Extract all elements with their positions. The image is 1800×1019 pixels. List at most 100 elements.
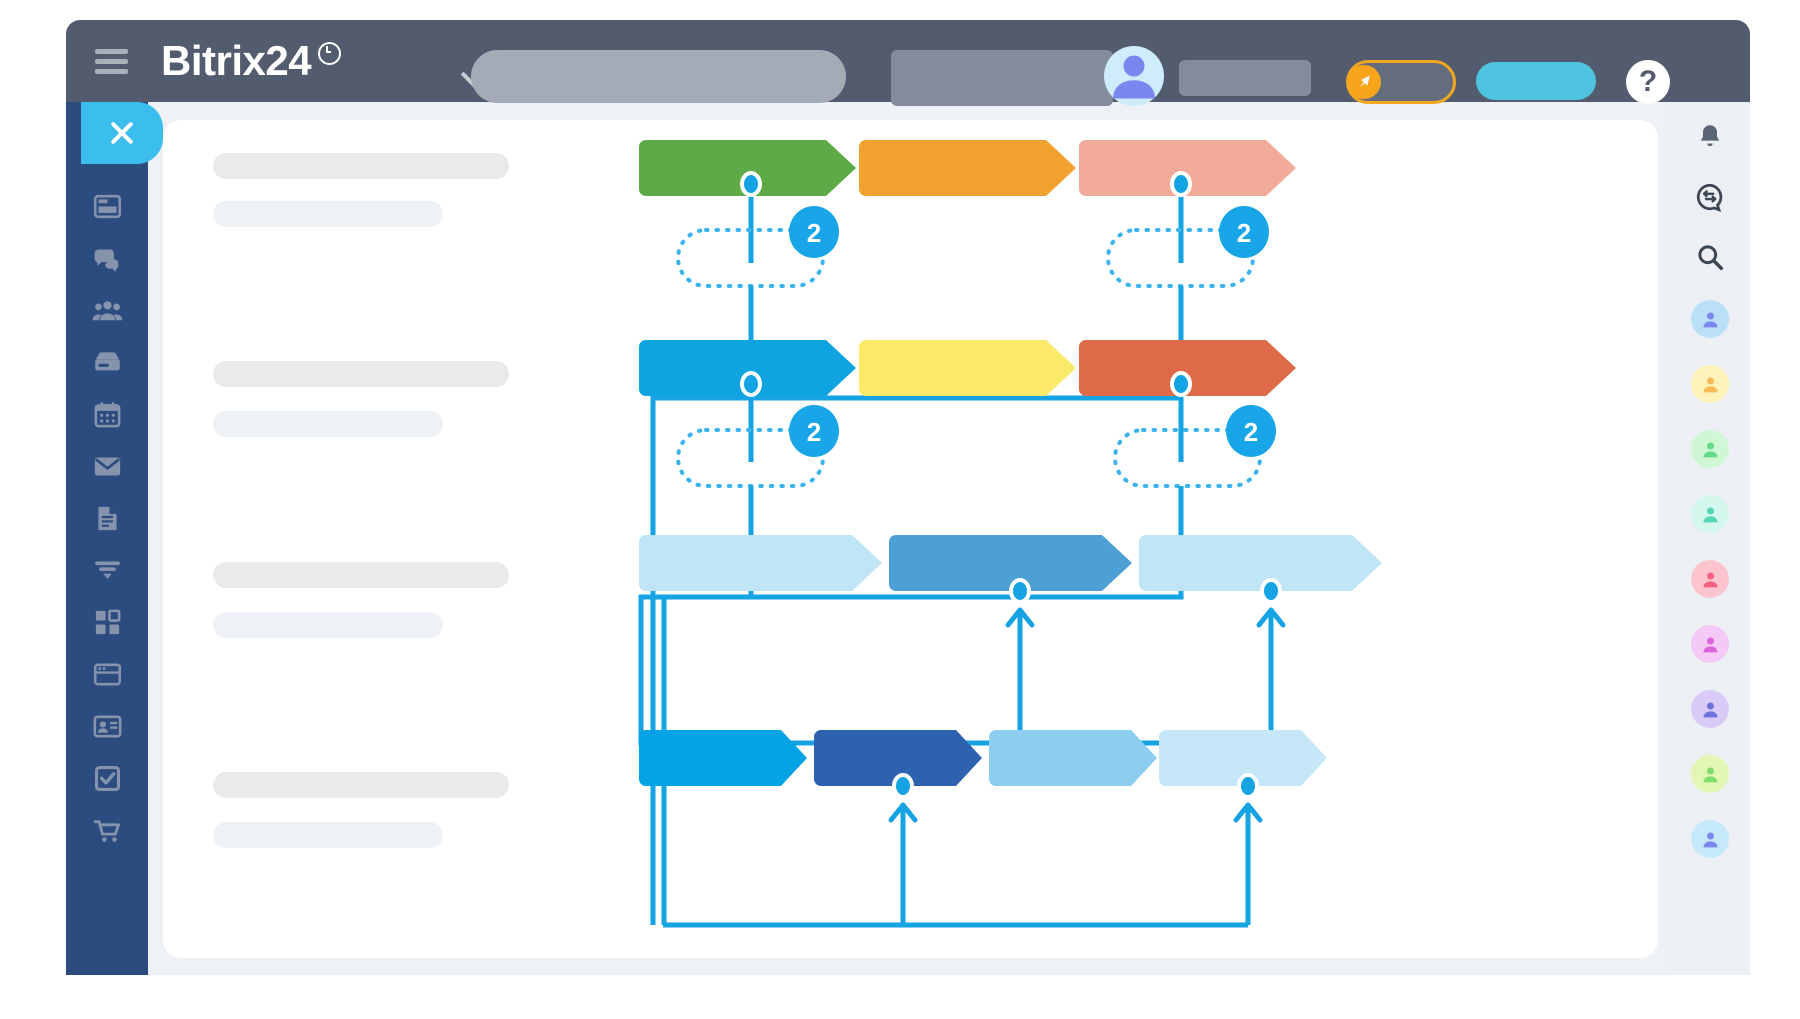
stage-midblue[interactable] xyxy=(889,535,1132,591)
sidebar-item-documents[interactable] xyxy=(66,492,148,544)
content-card: 2 2 xyxy=(163,120,1658,958)
robot-slot-4[interactable] xyxy=(1113,428,1262,488)
sidebar-item-funnel[interactable] xyxy=(66,544,148,596)
funnel-row-2: 2 2 xyxy=(639,340,1296,560)
inbound-arrow-2-head xyxy=(1256,607,1286,628)
checkbox-icon xyxy=(94,765,120,791)
robot-slot-3[interactable] xyxy=(676,428,825,488)
rail-avatar-9[interactable] xyxy=(1670,812,1750,866)
sidebar-item-tasks[interactable] xyxy=(66,752,148,804)
sidebar-item-group[interactable] xyxy=(66,284,148,336)
placeholder-bar xyxy=(213,562,509,588)
placeholder-bar xyxy=(213,411,443,437)
help-button[interactable]: ? xyxy=(1626,60,1670,104)
group-icon xyxy=(92,300,122,320)
placeholder-bar xyxy=(213,822,443,848)
inbound-arrow-1-head xyxy=(1005,607,1035,628)
user-avatar xyxy=(1691,625,1729,663)
sidebar-item-chat[interactable] xyxy=(66,232,148,284)
user-avatar xyxy=(1691,495,1729,533)
calendar-icon xyxy=(94,401,120,427)
user-avatar xyxy=(1691,300,1729,338)
contact-card-icon xyxy=(93,715,121,737)
user-avatar xyxy=(1691,365,1729,403)
messages-button[interactable] xyxy=(1670,170,1750,224)
funnel-row-3 xyxy=(639,535,1382,743)
bell-icon xyxy=(1700,125,1720,147)
sidebar-item-apps[interactable] xyxy=(66,596,148,648)
robot-slot-1[interactable] xyxy=(676,228,825,288)
top-bar: Bitrix24 xyxy=(66,20,1750,106)
routing-lines xyxy=(638,360,1271,928)
user-avatar xyxy=(1691,560,1729,598)
stage-blue[interactable] xyxy=(639,340,856,396)
sidebar-item-feed[interactable] xyxy=(66,180,148,232)
app-window: Bitrix24 xyxy=(66,20,1750,975)
rail-avatar-4[interactable] xyxy=(1670,487,1750,541)
stage-orange[interactable] xyxy=(859,140,1076,196)
grid-icon xyxy=(95,609,120,634)
app-logo[interactable]: Bitrix24 xyxy=(161,37,342,85)
feed-icon xyxy=(93,194,121,218)
placeholder-bar xyxy=(213,361,509,387)
close-icon[interactable] xyxy=(81,102,163,164)
robot-badge-1[interactable] xyxy=(789,206,839,258)
user-avatar xyxy=(1691,820,1729,858)
stage-paleblue[interactable] xyxy=(1159,730,1327,786)
user-name-field[interactable] xyxy=(1179,60,1311,96)
sidebar-item-drive[interactable] xyxy=(66,336,148,388)
inbound-arrow-3-head xyxy=(888,802,918,823)
robot-badge-3[interactable] xyxy=(789,405,839,457)
left-sidebar xyxy=(66,102,163,975)
rail-avatar-6[interactable] xyxy=(1670,617,1750,671)
help-label: ? xyxy=(1638,65,1658,98)
brand-name: Bitrix24 xyxy=(161,37,312,84)
sidebar-item-mail[interactable] xyxy=(66,440,148,492)
search-input[interactable] xyxy=(471,50,846,103)
stage-green[interactable] xyxy=(639,140,856,196)
user-avatar xyxy=(1691,690,1729,728)
search-button[interactable] xyxy=(1670,230,1750,284)
user-avatar-icon xyxy=(1113,55,1155,99)
placeholder-bar xyxy=(213,153,509,179)
notifications-button[interactable] xyxy=(1670,110,1750,164)
sidebar-item-calendar[interactable] xyxy=(66,388,148,440)
magnifier-icon xyxy=(1698,245,1723,270)
stage-salmon[interactable] xyxy=(1079,140,1296,196)
robot-badge-2[interactable] xyxy=(1219,206,1269,258)
topbar-field[interactable] xyxy=(891,50,1113,106)
funnel-row-4 xyxy=(639,730,1327,925)
robot-badge-4[interactable] xyxy=(1226,405,1276,457)
user-avatar xyxy=(1691,755,1729,793)
stage-red[interactable] xyxy=(1079,340,1296,396)
funnel-row-1: 2 2 xyxy=(639,140,1296,360)
stage-skyblue[interactable] xyxy=(989,730,1157,786)
stage-navy[interactable] xyxy=(814,730,982,786)
robot-slot-2[interactable] xyxy=(1106,228,1255,288)
sidebar-item-shop[interactable] xyxy=(66,804,148,856)
placeholder-bar xyxy=(213,612,443,638)
stage-lightblue-2[interactable] xyxy=(1139,535,1382,591)
placeholder-bar xyxy=(213,772,509,798)
sidebar-item-sites[interactable] xyxy=(66,648,148,700)
inbound-arrow-4-head xyxy=(1233,802,1263,823)
avatar[interactable] xyxy=(1104,46,1164,106)
stage-yellow[interactable] xyxy=(859,340,1076,396)
sidebar-item-contacts[interactable] xyxy=(66,700,148,752)
clock-icon xyxy=(318,41,342,65)
rail-avatar-5[interactable] xyxy=(1670,552,1750,606)
cart-icon xyxy=(93,819,120,842)
chat-icon xyxy=(94,248,118,272)
topbar-action-pill[interactable] xyxy=(1476,62,1596,100)
boost-toggle[interactable] xyxy=(1346,60,1456,104)
rail-avatar-1[interactable] xyxy=(1670,292,1750,346)
rail-avatar-8[interactable] xyxy=(1670,747,1750,801)
rail-avatar-7[interactable] xyxy=(1670,682,1750,736)
stage-lightblue-1[interactable] xyxy=(639,535,882,591)
rail-avatar-2[interactable] xyxy=(1670,357,1750,411)
stage-cyan[interactable] xyxy=(639,730,807,786)
hamburger-icon[interactable] xyxy=(95,49,128,74)
rail-avatar-3[interactable] xyxy=(1670,422,1750,476)
right-rail xyxy=(1670,102,1750,975)
